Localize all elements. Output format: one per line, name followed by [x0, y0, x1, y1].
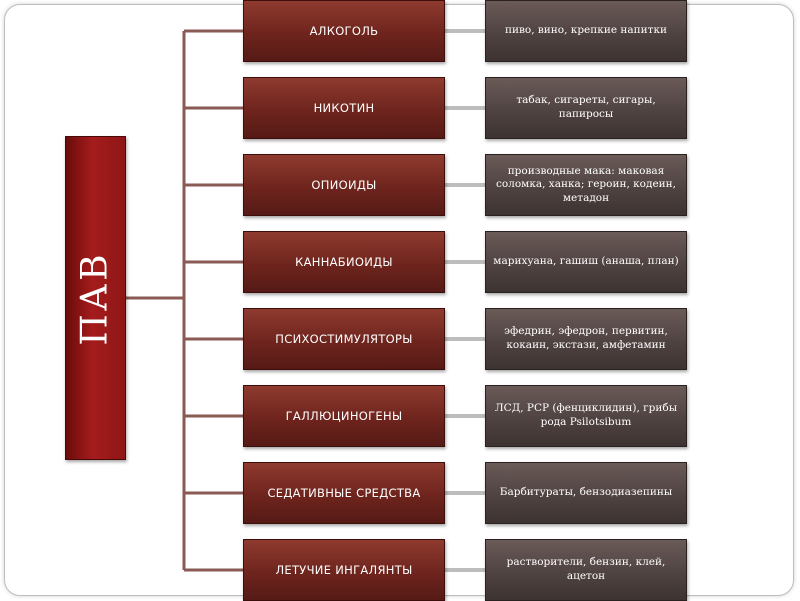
category-example-connectors	[445, 29, 485, 572]
examples-node-alcohol: пиво, вино, крепкие напитки	[485, 0, 687, 62]
category-label: ОПИОИДЫ	[311, 178, 377, 192]
category-label: ПСИХОСТИМУЛЯТОРЫ	[275, 332, 413, 346]
category-node-opioids: ОПИОИДЫ	[243, 154, 445, 216]
category-label: НИКОТИН	[313, 101, 375, 115]
examples-text: растворители, бензин, клей, ацетон	[506, 556, 666, 582]
category-label: ГАЛЛЮЦИНОГЕНЫ	[285, 409, 403, 423]
examples-text: марихуана, гашиш (анаша, план)	[493, 255, 679, 268]
category-node-psychostimulants: ПСИХОСТИМУЛЯТОРЫ	[243, 308, 445, 370]
examples-node-nicotine: табак, сигареты, сигары, папиросы	[485, 77, 687, 139]
examples-text: производные мака: маковая соломка, ханка…	[495, 164, 677, 204]
category-node-sedatives: СЕДАТИВНЫЕ СРЕДСТВА	[243, 462, 445, 524]
examples-node-hallucinogens: ЛСД, PCP (фенциклидин), грибы рода Psilo…	[485, 385, 687, 447]
examples-text: пиво, вино, крепкие напитки	[504, 24, 668, 37]
category-label: АЛКОГОЛЬ	[309, 24, 379, 38]
examples-node-sedatives: Барбитураты, бензодиазепины	[485, 462, 687, 524]
category-node-hallucinogens: ГАЛЛЮЦИНОГЕНЫ	[243, 385, 445, 447]
examples-node-cannabinoids: марихуана, гашиш (анаша, план)	[485, 231, 687, 293]
examples-node-inhalants: растворители, бензин, клей, ацетон	[485, 539, 687, 601]
root-node: ПАВ	[65, 136, 126, 460]
category-label: СЕДАТИВНЫЕ СРЕДСТВА	[267, 486, 421, 500]
category-label: КАННАБИОИДЫ	[295, 255, 393, 269]
examples-node-opioids: производные мака: маковая соломка, ханка…	[485, 154, 687, 216]
category-node-nicotine: НИКОТИН	[243, 77, 445, 139]
category-label: ЛЕТУЧИЕ ИНГАЛЯНТЫ	[275, 563, 413, 577]
tree-connectors	[126, 29, 243, 572]
examples-text: Барбитураты, бензодиазепины	[499, 486, 673, 499]
examples-text: табак, сигареты, сигары, папиросы	[516, 94, 656, 120]
examples-text: эфедрин, эфедрон, первитин, кокаин, экст…	[504, 325, 668, 351]
category-node-inhalants: ЛЕТУЧИЕ ИНГАЛЯНТЫ	[243, 539, 445, 601]
category-node-cannabinoids: КАННАБИОИДЫ	[243, 231, 445, 293]
examples-node-psychostimulants: эфедрин, эфедрон, первитин, кокаин, экст…	[485, 308, 687, 370]
examples-text: ЛСД, PCP (фенциклидин), грибы рода Psilo…	[494, 402, 678, 428]
root-label: ПАВ	[75, 250, 116, 346]
category-node-alcohol: АЛКОГОЛЬ	[243, 0, 445, 62]
